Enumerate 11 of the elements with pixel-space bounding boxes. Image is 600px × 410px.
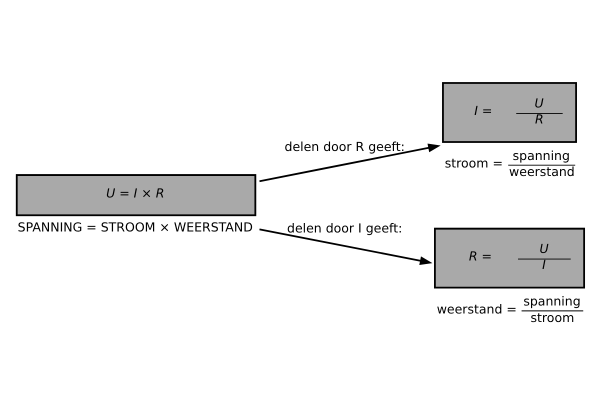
node-label: weerstand = (436, 301, 517, 316)
node-label: stroom (530, 310, 574, 325)
node-label: spanning (523, 294, 581, 309)
node-label: weerstand (509, 164, 575, 180)
node-label: SPANNING = STROOM × WEERSTAND (18, 220, 253, 235)
edge-label: delen door I geeft: (287, 220, 402, 236)
node-label: spanning (512, 148, 570, 164)
node-label: stroom = (444, 156, 503, 171)
arrow (259, 228, 432, 265)
arrow (259, 144, 441, 182)
edge-label: delen door R geeft: (284, 139, 405, 154)
